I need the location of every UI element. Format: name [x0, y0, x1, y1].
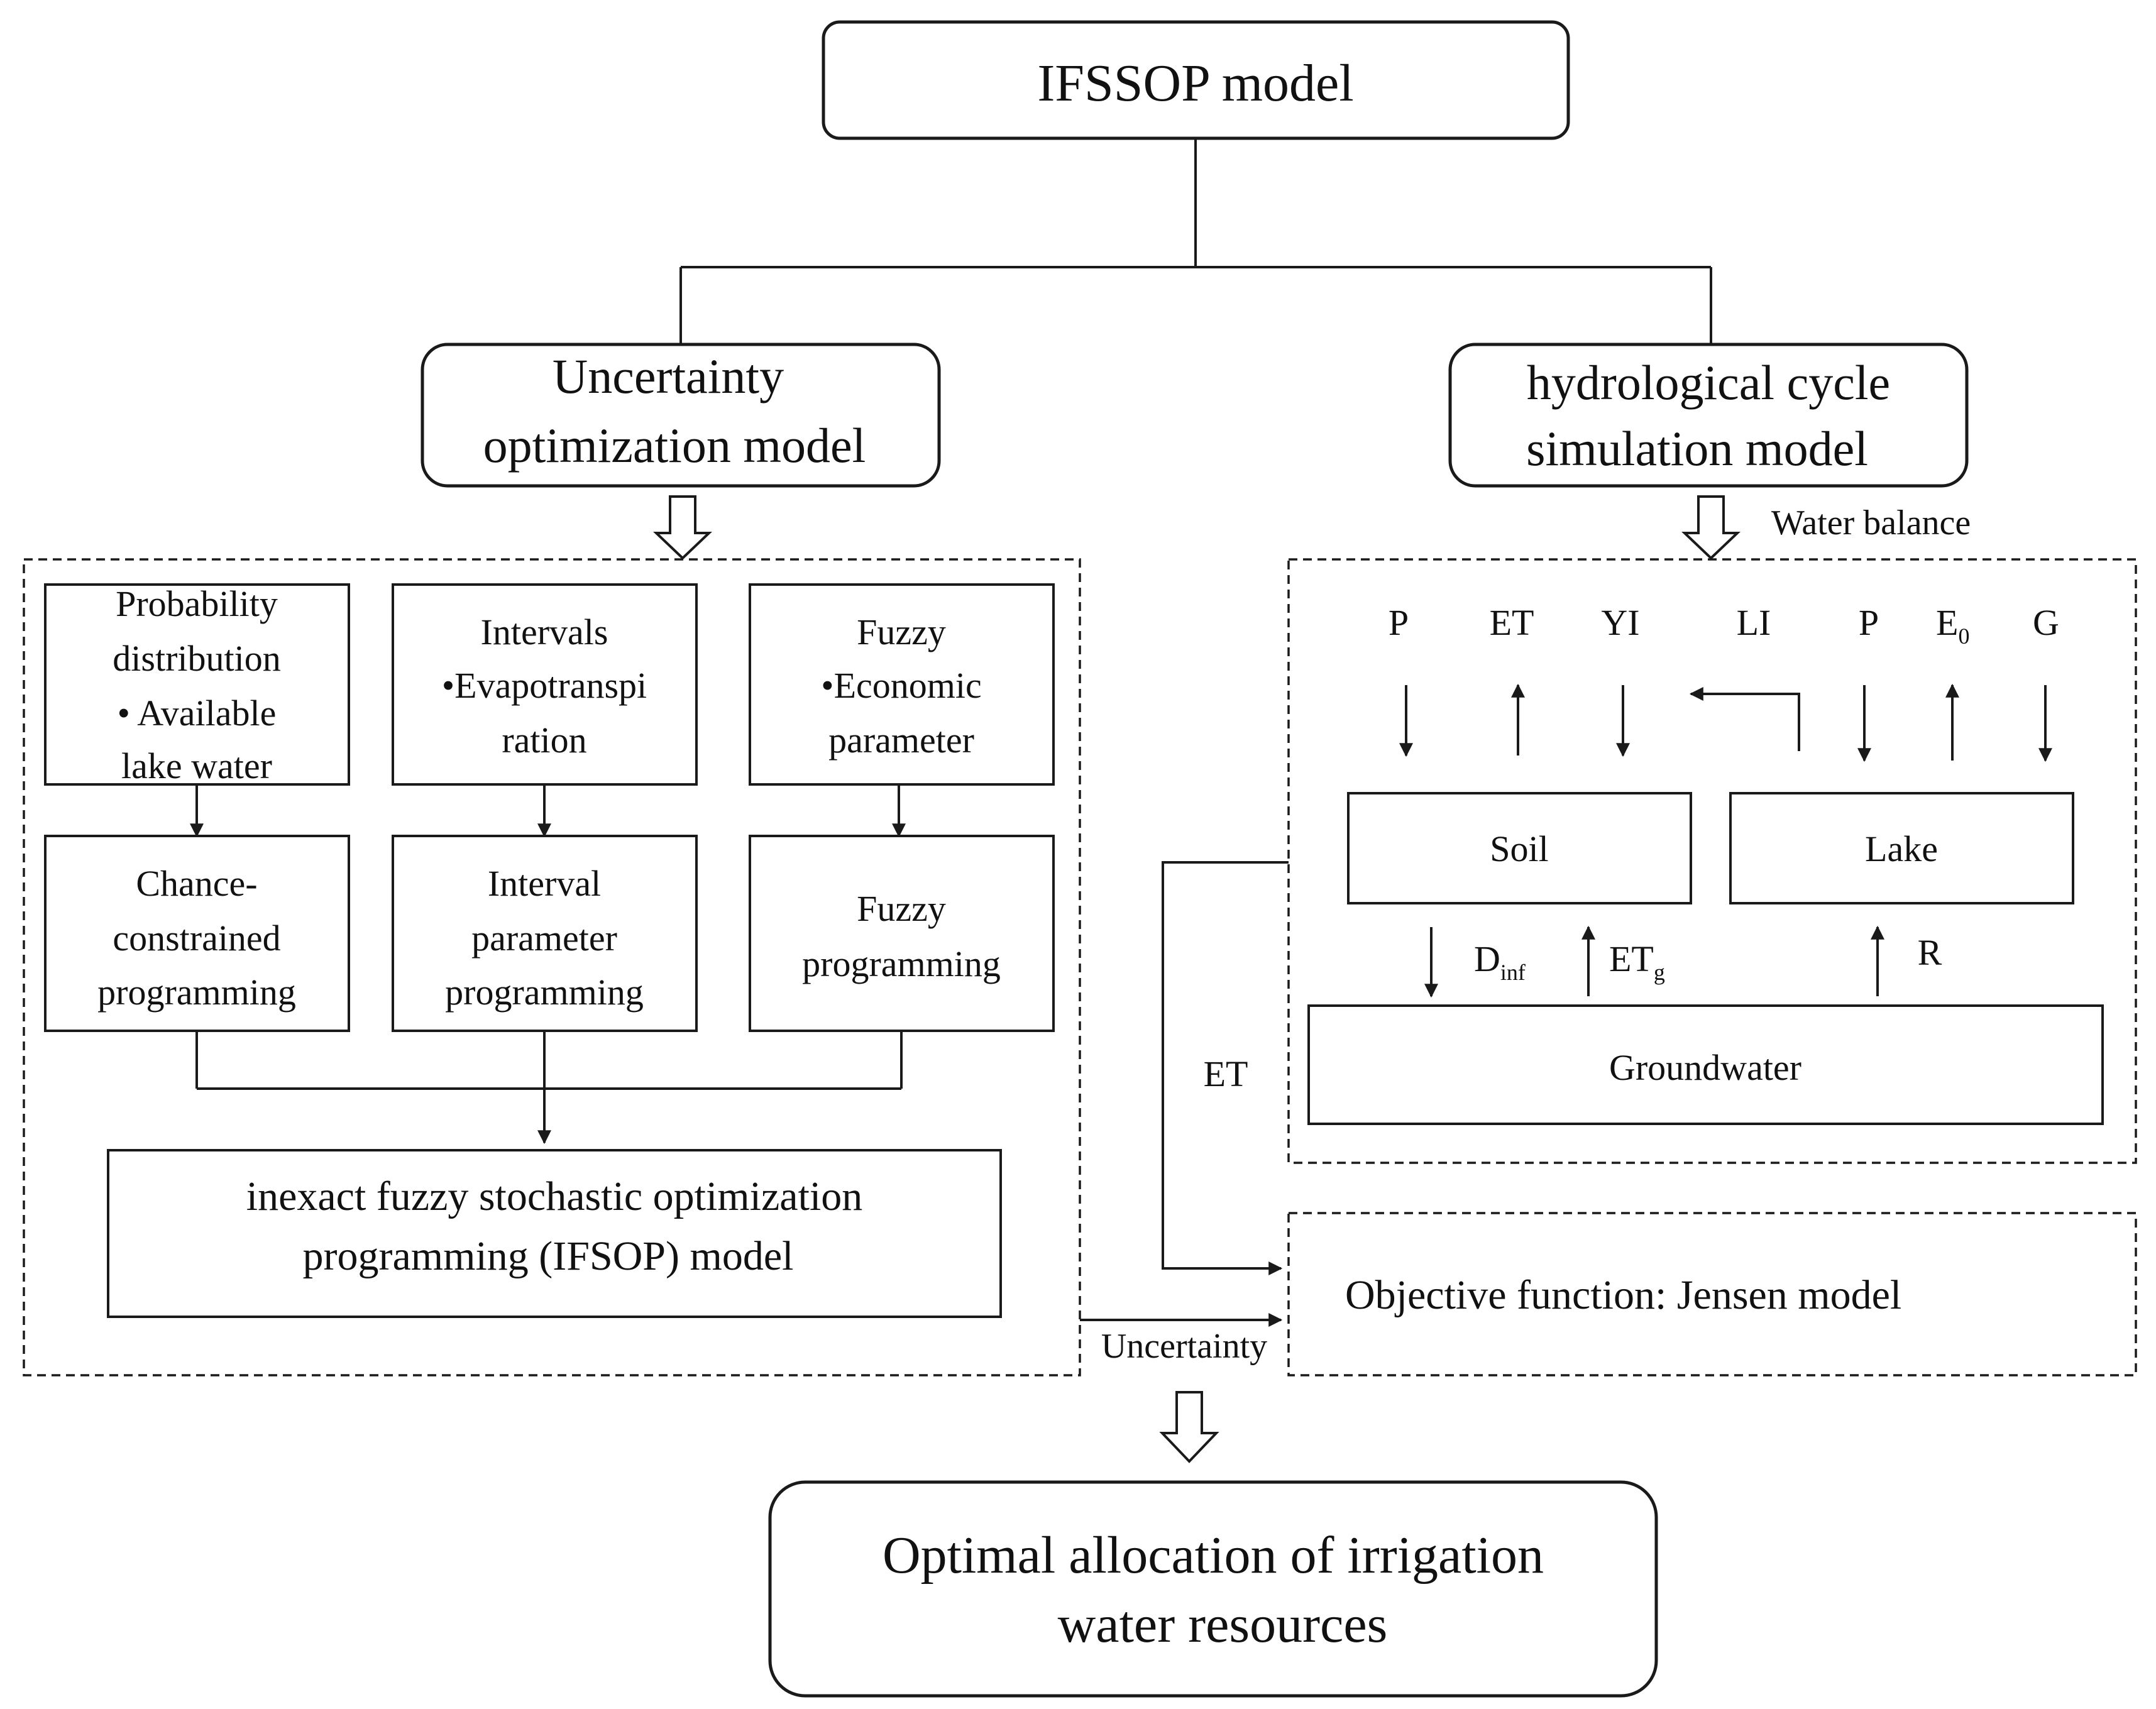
- lake-label: Lake: [1865, 828, 1938, 869]
- chance-line-2: constrained: [113, 918, 280, 959]
- objective-function-container: [1287, 1212, 2137, 1377]
- interval-line-1: Interval: [488, 863, 601, 904]
- soil-label: Soil: [1490, 828, 1549, 869]
- uncertainty-optimization-model-box: [421, 343, 941, 488]
- flux-yi: YI: [1601, 602, 1639, 643]
- interval-parameter-box: [392, 835, 698, 1032]
- uncertainty-optimization-title-line-2: optimization model: [483, 418, 866, 473]
- interval-line-3: programming: [445, 972, 644, 1013]
- merge-connector: [195, 1031, 903, 1145]
- et-link-line: [1162, 861, 1289, 1275]
- hollow-arrow-left-icon: [653, 495, 712, 560]
- intervals-box: [392, 583, 698, 786]
- hydrological-cycle-model-box: [1448, 343, 1969, 488]
- flux-p-soil: P: [1389, 602, 1409, 643]
- hollow-arrow-bottom-icon: [1159, 1391, 1219, 1463]
- flux-etg: ETg: [1609, 938, 1665, 985]
- arrow-li-elbow: [1689, 687, 1800, 751]
- soil-box: [1347, 792, 1692, 904]
- probability-distribution-box: [44, 583, 350, 786]
- chance-line-1: Chance-: [136, 863, 257, 904]
- probability-line-3: • Available: [118, 693, 277, 734]
- fuzzy-line-1: Fuzzy: [857, 612, 946, 652]
- ifssop-model-label: IFSSOP model: [1037, 54, 1353, 113]
- probability-line-2: distribution: [113, 638, 280, 679]
- flux-g: G: [2033, 602, 2059, 643]
- lake-box: [1729, 792, 2074, 904]
- hollow-arrow-right-icon: [1681, 495, 1741, 560]
- flux-e0: E0: [1936, 602, 1969, 649]
- flux-r: R: [1918, 932, 1942, 973]
- water-balance-container: [1287, 558, 2137, 1164]
- flux-li: LI: [1737, 602, 1771, 643]
- water-balance-label: Water balance: [1771, 503, 1971, 542]
- intervals-line-1: Intervals: [481, 612, 608, 652]
- intervals-line-3: ration: [502, 720, 586, 761]
- optimal-allocation-box: [768, 1480, 1658, 1698]
- fuzzy-box: [749, 583, 1055, 786]
- fuzzy-line-3: parameter: [828, 720, 974, 761]
- fuzzy-programming-box: [749, 835, 1055, 1032]
- et-link-label: ET: [1204, 1053, 1248, 1094]
- flux-dinf: Dinf: [1474, 938, 1526, 985]
- fuzzyprog-line-1: Fuzzy: [857, 888, 946, 929]
- ifsop-line-2: programming (IFSOP) model: [303, 1233, 794, 1279]
- groundwater-box: [1307, 1004, 2104, 1125]
- flux-et-soil: ET: [1490, 602, 1534, 643]
- uncertainty-link-label: Uncertainty: [1101, 1327, 1267, 1366]
- chance-line-3: programming: [97, 972, 296, 1013]
- intervals-line-2: •Evapotranspi: [442, 665, 647, 706]
- interval-line-2: parameter: [471, 918, 617, 959]
- chance-constrained-box: [44, 835, 350, 1032]
- tree-connector: [679, 138, 1712, 344]
- flux-p-lake: P: [1859, 602, 1879, 643]
- probability-line-1: Probability: [116, 583, 278, 624]
- result-line-1: Optimal allocation of irrigation: [883, 1526, 1544, 1585]
- uncertainty-optimization-title-line-1: Uncertainty: [553, 349, 784, 404]
- ifsop-line-1: inexact fuzzy stochastic optimization: [246, 1173, 863, 1219]
- fuzzyprog-line-2: programming: [802, 943, 1001, 984]
- objective-function-label: Objective function: Jensen model: [1345, 1272, 1901, 1318]
- ifsop-model-box: [107, 1149, 1002, 1318]
- hydrological-cycle-title-line-2: simulation model: [1526, 421, 1868, 476]
- groundwater-label: Groundwater: [1609, 1047, 1801, 1088]
- probability-line-4: lake water: [121, 745, 272, 786]
- uncertainty-optimization-container: [23, 558, 1081, 1377]
- hydrological-cycle-title-line-1: hydrological cycle: [1527, 355, 1890, 410]
- result-line-2: water resources: [1058, 1595, 1388, 1654]
- fuzzy-line-2: •Economic: [821, 665, 981, 706]
